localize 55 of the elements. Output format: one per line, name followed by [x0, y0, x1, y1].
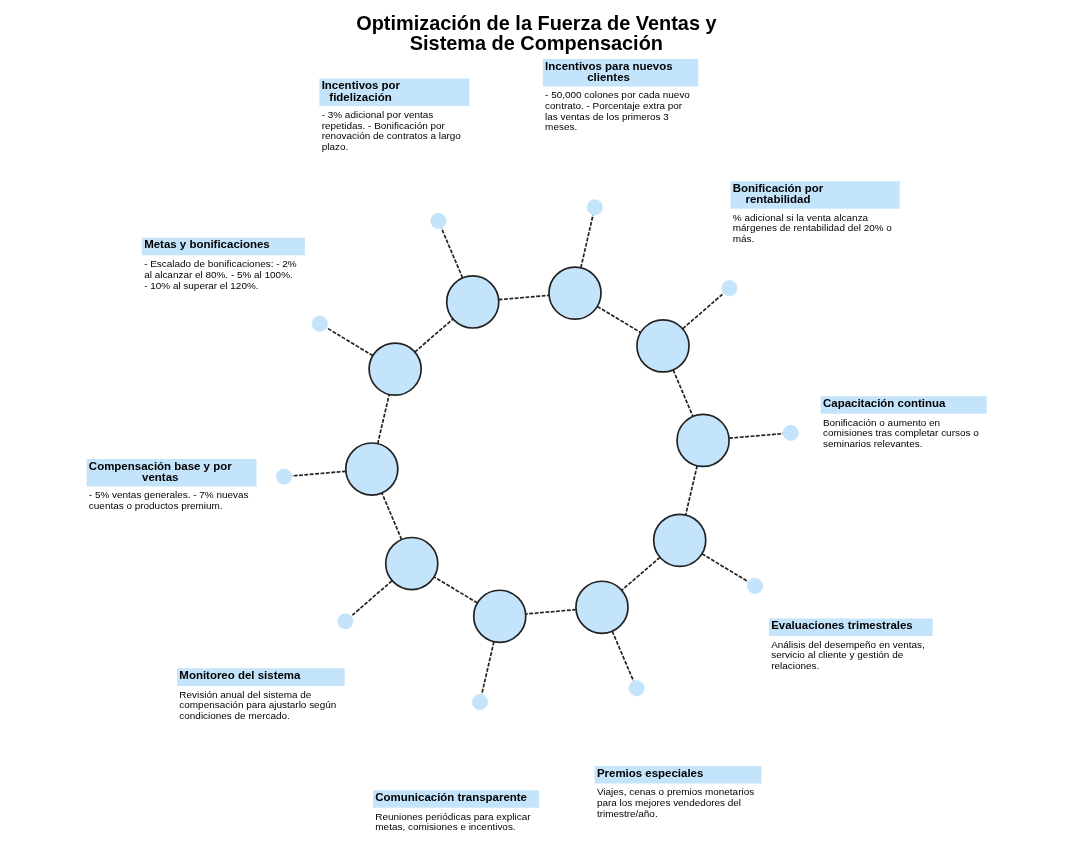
connector: [349, 580, 393, 617]
node-box: Incentivos por fidelización: [318, 78, 469, 107]
connector: [376, 393, 390, 445]
node-label: % adicional si la venta alcanza márgenes de rentabilidad del 20% o más.: [732, 211, 892, 244]
node-circle: [311, 315, 328, 332]
node-circle: [574, 580, 629, 635]
node-label: Reuniones periódicas para explicar metas, comisiones e incentivos.: [374, 810, 531, 833]
connector: [620, 556, 661, 592]
node-label: Bonificación o aumento en comisiones tras completar cursos o seminarios relevantes.: [822, 416, 979, 450]
node-circle: [586, 199, 603, 216]
node-circle: [336, 613, 353, 630]
node-circle: [720, 280, 737, 297]
node-box: Incentivos para nuevos clientes: [542, 58, 698, 87]
node-circle: [675, 413, 730, 468]
node-circle: [628, 680, 645, 697]
connector: [480, 640, 495, 696]
node-box: Evaluaciones trimestrales: [768, 618, 933, 636]
node-box: Metas y bonificaciones: [141, 237, 305, 256]
node-circle: [652, 513, 707, 568]
node-circle: [472, 589, 527, 644]
node-circle: [635, 319, 690, 373]
connector: [681, 292, 724, 330]
node-circle: [782, 424, 799, 441]
node-circle: [384, 536, 439, 591]
node-label: Viajes, cenas o premios monetarios para los mejores vendedores del trimestre/año.: [596, 786, 754, 819]
node-label: Revisión anual del sistema de compensación para ajustarlo según condiciones de mercado.: [178, 688, 336, 722]
node-box: Comunicación transparente: [372, 790, 539, 808]
connector: [596, 305, 641, 334]
connector: [700, 553, 749, 583]
connector: [610, 630, 634, 682]
connector: [684, 465, 698, 516]
connector: [432, 576, 478, 604]
node-label: - Escalado de bonificaciones: - 2% al alcanzar el 80%. - 5% al 100%. - 10% al superar el 120%.: [143, 258, 297, 291]
node-circle: [547, 266, 602, 320]
node-label: - 50,000 colones por cada nuevo contrato. - Porcentaje extra por las ventas de los primeros 3 meses.: [544, 89, 690, 133]
node-circle: [367, 342, 422, 396]
connector: [440, 227, 463, 279]
node-circle: [746, 577, 763, 594]
node-label: - 5% ventas generales. - 7% nuevas cuentas o productos premium.: [88, 489, 249, 511]
node-circle: [429, 212, 446, 229]
node-label: - 3% adicional por ventas repetidas. - Bonificación por renovación de contratos a largo plazo.: [321, 108, 461, 153]
node-box: Premios especiales: [594, 765, 761, 784]
connector: [380, 492, 402, 541]
connector: [413, 318, 454, 353]
node-label: Análisis del desempeño en ventas, servicio al cliente y gestión de relaciones.: [770, 638, 925, 672]
node-box: Monitoreo del sistema: [176, 668, 345, 686]
node-box: Compensación base y por ventas: [86, 458, 257, 487]
node-circle: [344, 442, 399, 496]
node-box: Bonificación por rentabilidad: [730, 181, 900, 209]
node-circle: [471, 694, 488, 711]
node-circle: [275, 468, 292, 485]
node-circle: [445, 275, 500, 329]
node-box: Capacitación continua: [820, 396, 987, 414]
diagram-title: Optimización de la Fuerza de Ventas y Sistema de Compensación: [355, 11, 717, 54]
connector: [671, 369, 694, 418]
